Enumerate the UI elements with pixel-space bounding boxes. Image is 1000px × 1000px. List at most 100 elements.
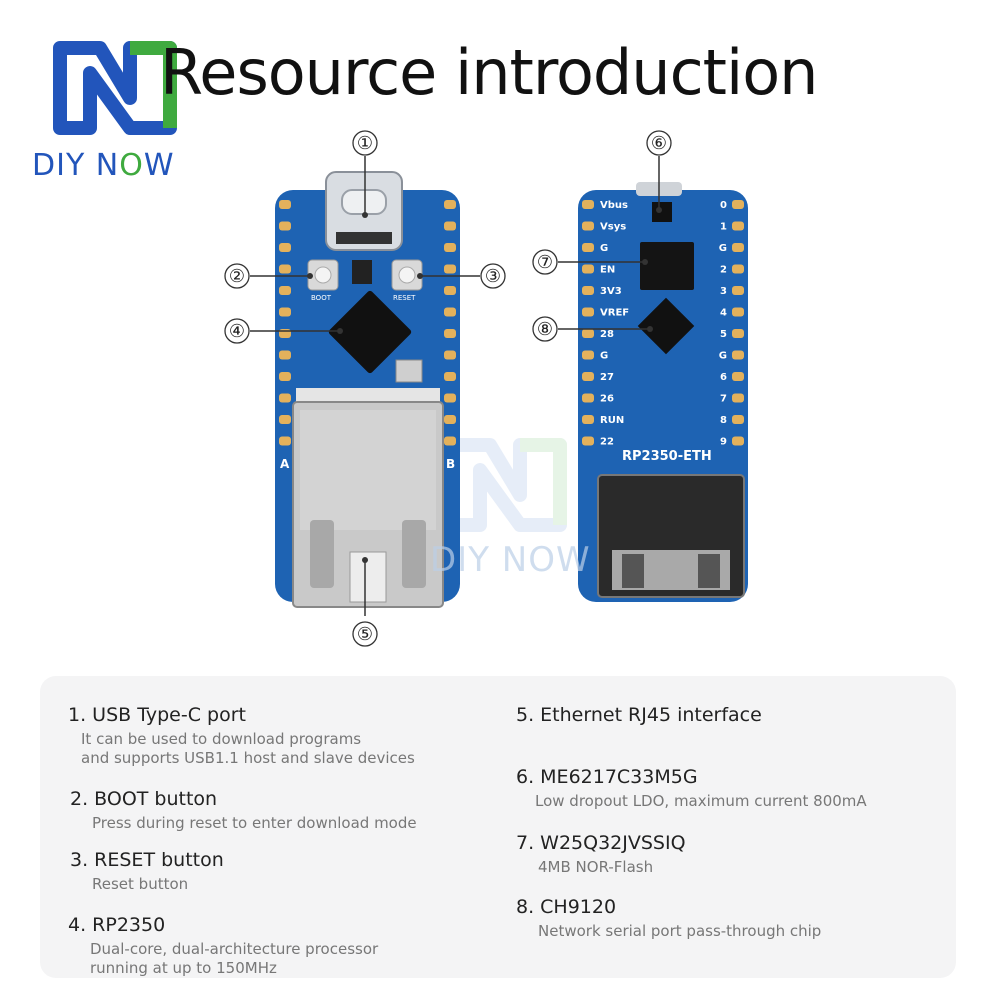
item-usb-c: 1. USB Type-C port It can be used to dow…: [68, 704, 415, 767]
item-ldo: 6. ME6217C33M5G Low dropout LDO, maximum…: [516, 766, 867, 810]
callout-6: ⑥: [651, 133, 667, 154]
callout-1: ①: [357, 133, 373, 154]
edge-pad: [582, 329, 594, 338]
pin-label: 6: [720, 372, 727, 383]
brand-name: DIY NOW: [32, 148, 175, 183]
pin-label: 5: [720, 329, 727, 340]
side-a-silk: A: [280, 457, 290, 471]
pin-label: 7: [720, 394, 727, 405]
ldo-chip: [652, 202, 672, 222]
callout-7: ⑦: [537, 252, 553, 273]
edge-pad: [582, 200, 594, 209]
side-b-silk: B: [446, 457, 455, 471]
pin-label: 2: [720, 265, 727, 276]
rp2350-chip: [328, 290, 412, 374]
edge-pad: [582, 286, 594, 295]
edge-pad: [732, 264, 744, 274]
edge-pad: [582, 372, 594, 381]
pin-label: 27: [600, 372, 614, 383]
item-reset: 3. RESET button Reset button: [70, 849, 224, 893]
pin-label: Vsys: [600, 222, 626, 233]
edge-pad: [732, 372, 744, 381]
pin-label: 1: [720, 222, 727, 233]
edge-pad: [279, 393, 291, 403]
callout-4: ④: [229, 321, 245, 342]
edge-pad: [444, 393, 456, 403]
edge-pad: [732, 200, 744, 209]
boot-silk: BOOT: [311, 294, 332, 302]
item-rj45: 5. Ethernet RJ45 interface: [516, 704, 762, 726]
pin-label: 26: [600, 394, 614, 405]
edge-pad: [444, 436, 456, 446]
edge-pad: [444, 350, 456, 360]
pin-label: VREF: [600, 308, 629, 319]
callout-5: ⑤: [357, 624, 373, 645]
edge-pad: [582, 264, 594, 274]
edge-pad: [444, 286, 456, 295]
edge-pad: [444, 243, 456, 252]
pin-label: EN: [600, 265, 615, 276]
edge-pad: [582, 415, 594, 424]
item-boot: 2. BOOT button Press during reset to ent…: [70, 788, 417, 832]
edge-pad: [582, 243, 594, 252]
item-flash: 7. W25Q32JVSSIQ 4MB NOR-Flash: [516, 832, 686, 876]
pin-label: G: [719, 351, 727, 362]
pin-label: 28: [600, 329, 614, 340]
edge-pad: [444, 372, 456, 381]
pin-label: 4: [720, 308, 727, 319]
back-board: RP2350-ETH VbusVsysGEN3V3VREF28G2726RUN2…: [578, 182, 748, 602]
edge-pad: [582, 393, 594, 403]
pin-label: 3: [720, 286, 727, 297]
edge-pad: [582, 350, 594, 360]
edge-pad: [732, 307, 744, 317]
pin-label: 3V3: [600, 286, 622, 297]
reset-silk: RESET: [393, 294, 416, 302]
edge-pad: [732, 393, 744, 403]
edge-pad: [582, 307, 594, 317]
item-ch9120: 8. CH9120 Network serial port pass-throu…: [516, 896, 822, 940]
watermark-text: DIY NOW: [430, 540, 591, 580]
callout-8: ⑧: [537, 319, 553, 340]
pin-label: 9: [720, 437, 727, 448]
edge-pad: [279, 307, 291, 317]
pin-label: 22: [600, 437, 614, 448]
boot-button: [307, 259, 339, 291]
edge-pad: [582, 436, 594, 446]
edge-pad: [732, 436, 744, 446]
callout-3: ③: [485, 266, 501, 287]
edge-pad: [279, 415, 291, 424]
edge-pad: [444, 200, 456, 209]
watermark-logo-icon: [443, 438, 567, 532]
edge-pad: [444, 307, 456, 317]
edge-pad: [732, 243, 744, 252]
description-panel: 1. USB Type-C port It can be used to dow…: [40, 676, 956, 978]
edge-pad: [279, 264, 291, 274]
rj45-front: [292, 388, 444, 608]
board-model-silk: RP2350-ETH: [622, 449, 712, 464]
edge-pad: [444, 264, 456, 274]
edge-pad: [732, 221, 744, 231]
edge-pad: [732, 286, 744, 295]
callout-2: ②: [229, 266, 245, 287]
pin-label: RUN: [600, 415, 624, 426]
reset-button: [391, 259, 423, 291]
board-diagram: BOOT RESET A B RP23: [224, 130, 748, 647]
pin-label: 0: [720, 200, 727, 211]
edge-pad: [444, 329, 456, 338]
edge-pad: [582, 221, 594, 231]
pin-label: 8: [720, 415, 727, 426]
edge-pad: [279, 286, 291, 295]
flash-chip: [640, 242, 694, 290]
edge-pad: [279, 372, 291, 381]
brand-logo-icon: [53, 41, 177, 135]
item-rp2350: 4. RP2350 Dual-core, dual-architecture p…: [68, 914, 379, 977]
edge-pad: [279, 436, 291, 446]
edge-pad: [444, 221, 456, 231]
pin-label: Vbus: [600, 200, 628, 211]
edge-pad: [279, 221, 291, 231]
edge-pad: [444, 415, 456, 424]
edge-pad: [279, 243, 291, 252]
front-board: BOOT RESET A B: [275, 171, 460, 608]
edge-pad: [279, 200, 291, 209]
pin-label: G: [600, 351, 608, 362]
